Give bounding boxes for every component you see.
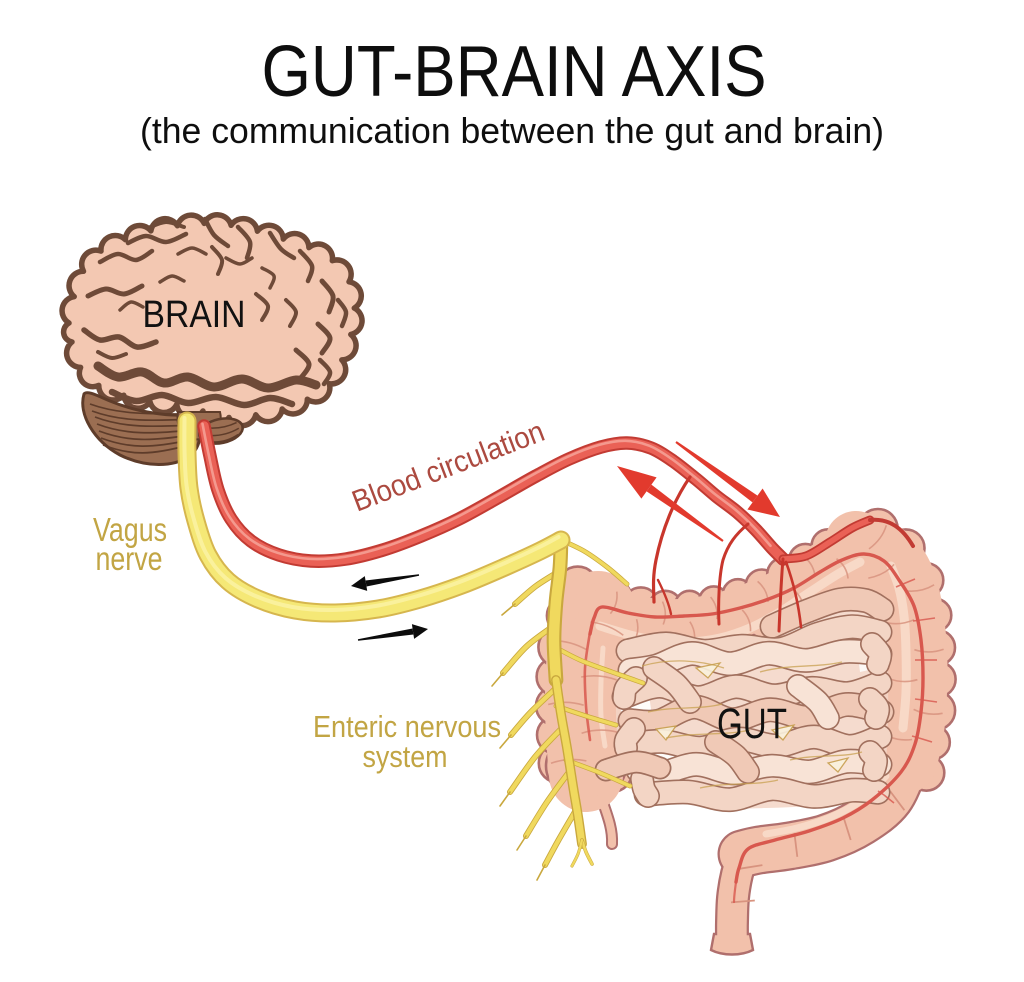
svg-text:BRAIN: BRAIN [143, 294, 246, 336]
svg-text:Enteric nervous: Enteric nervous [313, 709, 501, 744]
svg-text:Vagus: Vagus [93, 511, 167, 548]
svg-text:GUT: GUT [717, 700, 787, 748]
svg-text:system: system [363, 739, 448, 774]
svg-text:(the communication between the: (the communication between the gut and b… [140, 110, 884, 151]
svg-text:GUT-BRAIN AXIS: GUT-BRAIN AXIS [262, 32, 767, 112]
svg-text:nerve: nerve [96, 540, 163, 577]
